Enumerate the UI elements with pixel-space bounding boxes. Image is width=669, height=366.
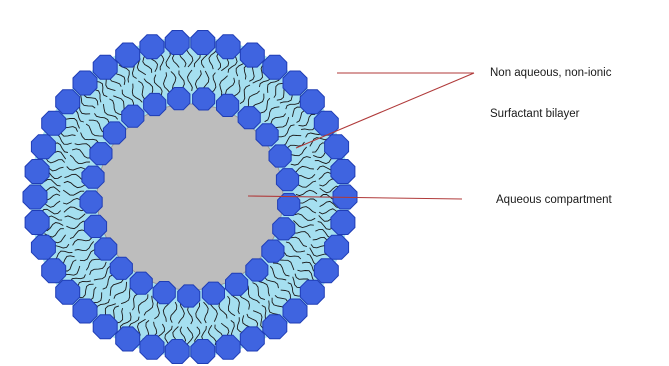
outer-head-group (116, 43, 140, 67)
outer-head-group (23, 185, 47, 209)
inner-head-group (193, 88, 215, 110)
outer-head-group (240, 43, 264, 67)
inner-head-group (202, 282, 224, 304)
outer-head-group (116, 327, 140, 351)
outer-head-group (31, 235, 55, 259)
outer-head-group (31, 135, 55, 159)
inner-head-group (110, 257, 132, 279)
outer-head-group (73, 71, 97, 95)
outer-head-group (216, 335, 240, 359)
inner-head-group (226, 273, 248, 295)
inner-head-group (80, 191, 102, 213)
outer-head-group (56, 90, 80, 114)
outer-head-group (42, 259, 66, 283)
inner-head-group (122, 105, 144, 127)
outer-head-group (300, 90, 324, 114)
inner-head-group (276, 169, 298, 191)
outer-head-group (331, 211, 355, 235)
outer-head-group (42, 111, 66, 135)
outer-head-group (25, 160, 49, 184)
outer-head-group (300, 280, 324, 304)
outer-head-group (283, 71, 307, 95)
inner-head-group (95, 238, 117, 260)
label-aqueous: Aqueous compartment (496, 194, 613, 206)
outer-head-group (73, 299, 97, 323)
inner-head-group (238, 107, 260, 129)
outer-head-group (93, 315, 117, 339)
inner-head-group (84, 215, 106, 237)
inner-head-group (144, 93, 166, 115)
label-bilayer-line2: Surfactant bilayer (490, 108, 580, 120)
outer-head-group (325, 235, 349, 259)
outer-head-group (140, 335, 164, 359)
outer-head-group (263, 55, 287, 79)
inner-head-group (130, 272, 152, 294)
inner-head-group (246, 259, 268, 281)
inner-head-group (273, 218, 295, 240)
outer-head-group (165, 31, 189, 55)
outer-head-group (240, 327, 264, 351)
inner-head-group (217, 94, 239, 116)
inner-head-group (269, 145, 291, 167)
outer-head-group (191, 340, 215, 364)
outer-head-group (165, 340, 189, 364)
outer-head-group (191, 31, 215, 55)
inner-head-group (262, 240, 284, 262)
outer-head-group (25, 211, 49, 235)
inner-head-group (256, 124, 278, 146)
outer-head-group (325, 135, 349, 159)
outer-head-group (216, 35, 240, 59)
inner-head-group (90, 143, 112, 165)
outer-head-group (331, 160, 355, 184)
label-bilayer-line1: Non aqueous, non-ionic (490, 67, 612, 79)
outer-head-group (263, 315, 287, 339)
inner-head-group (82, 166, 104, 188)
outer-head-group (283, 299, 307, 323)
inner-head-group (178, 285, 200, 307)
outer-head-group (56, 280, 80, 304)
inner-head-group (153, 282, 175, 304)
inner-head-group (168, 88, 190, 110)
outer-head-group (140, 35, 164, 59)
outer-head-group (93, 55, 117, 79)
outer-head-group (314, 259, 338, 283)
inner-head-group (103, 122, 125, 144)
